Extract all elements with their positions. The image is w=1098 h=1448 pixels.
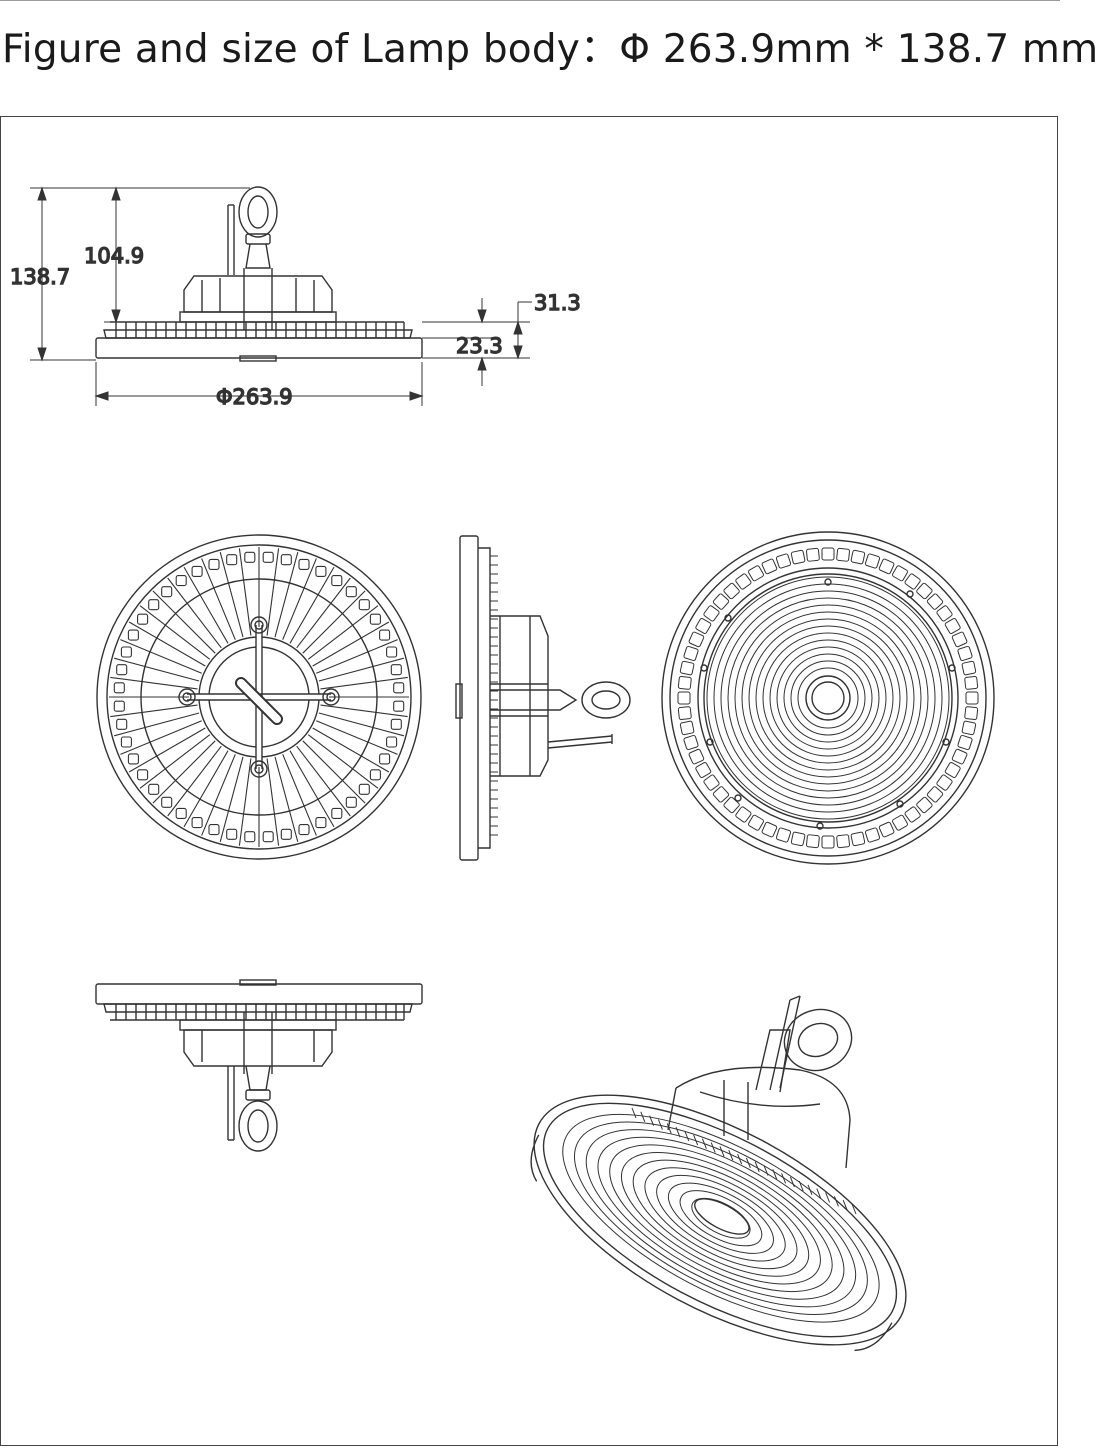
inverted-elevation: [95, 979, 423, 1152]
page-title: Figure and size of Lamp body：Φ 263.9mm *…: [2, 27, 1098, 72]
side-elevation: [455, 535, 631, 861]
dim-body-height: 104.9: [84, 244, 144, 268]
top-view: [96, 534, 422, 860]
dim-fin-offset: 31.3: [534, 291, 581, 315]
isometric-view: [530, 995, 907, 1352]
dim-base-height: 23.3: [456, 334, 503, 358]
dim-diameter: Φ263.9: [216, 385, 293, 409]
drawing-frame: [0, 116, 1058, 1446]
technical-drawing: 138.7 104.9 31.3 23.3 Φ263.9: [9, 186, 995, 1352]
top-rule: [0, 0, 1060, 1]
front-elevation: 138.7 104.9 31.3 23.3 Φ263.9: [9, 186, 581, 410]
bottom-view: [661, 531, 995, 865]
dim-overall-height: 138.7: [10, 265, 70, 289]
